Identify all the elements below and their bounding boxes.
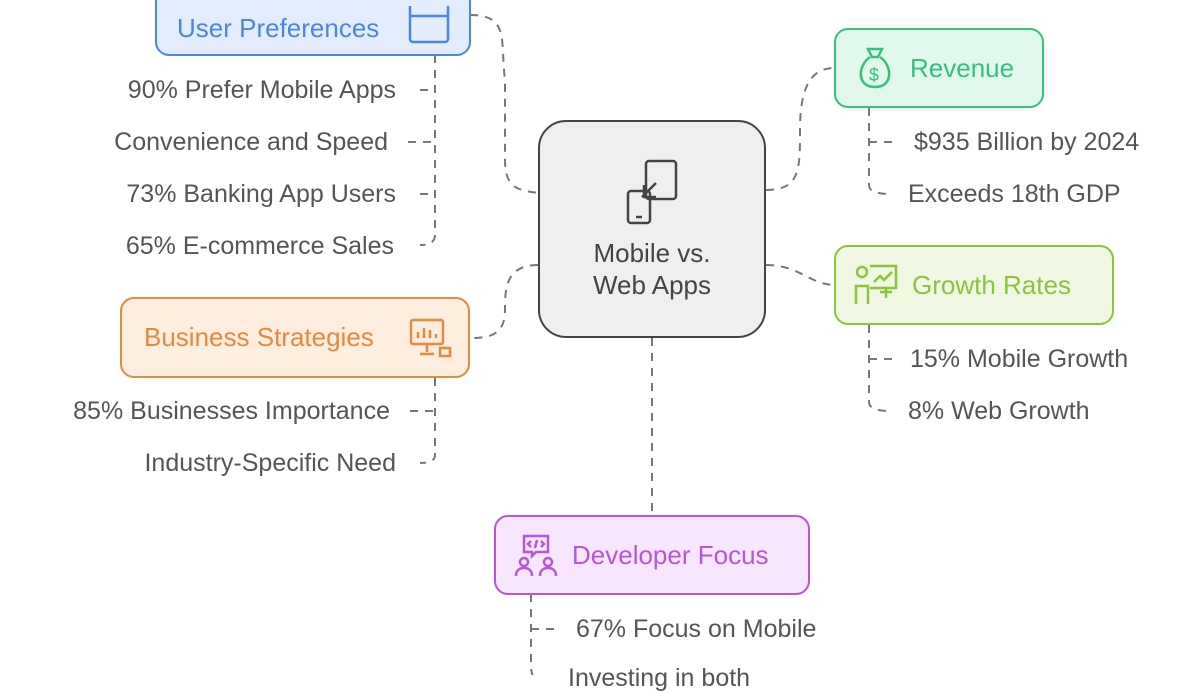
leaf-item: Investing in both bbox=[568, 664, 751, 692]
node-developer-focus[interactable]: Developer Focus bbox=[494, 515, 810, 595]
node-label: Developer Focus bbox=[572, 539, 769, 570]
leaf-item: 8% Web Growth bbox=[908, 397, 1090, 425]
leaf-item: Industry-Specific Need bbox=[144, 449, 396, 477]
node-label: Business Strategies bbox=[144, 322, 374, 352]
node-user-preferences[interactable]: User Preferences bbox=[155, 0, 471, 56]
leaf-item: 15% Mobile Growth bbox=[910, 345, 1129, 373]
node-growth-rates[interactable]: Growth Rates bbox=[834, 245, 1114, 325]
node-business-strategies[interactable]: Business Strategies bbox=[120, 297, 470, 378]
leaf-item: $935 Billion by 2024 bbox=[914, 128, 1140, 156]
leaf-item: 85% Businesses Importance bbox=[73, 397, 390, 425]
developers-code-icon bbox=[514, 534, 558, 577]
growth-presenter-icon bbox=[854, 264, 898, 304]
node-label: Revenue bbox=[910, 52, 1015, 83]
leaf-item: 67% Focus on Mobile bbox=[576, 615, 817, 643]
layout-icon bbox=[408, 6, 450, 44]
svg-text:$: $ bbox=[869, 65, 879, 85]
leaf-item: 90% Prefer Mobile Apps bbox=[127, 76, 396, 104]
node-revenue[interactable]: $ Revenue bbox=[834, 28, 1044, 108]
money-bag-icon: $ bbox=[859, 47, 891, 89]
leaf-item: Convenience and Speed bbox=[114, 128, 388, 156]
leaf-item: 65% E-commerce Sales bbox=[125, 232, 394, 260]
connectors bbox=[408, 14, 895, 675]
node-label: Growth Rates bbox=[912, 269, 1071, 300]
central-title-line2: Web Apps bbox=[592, 270, 712, 300]
presentation-chart-icon bbox=[409, 318, 452, 357]
device-switch-icon bbox=[626, 159, 678, 225]
leaf-item: 73% Banking App Users bbox=[126, 180, 396, 208]
node-label: User Preferences bbox=[177, 12, 380, 43]
central-title-line1: Mobile vs. bbox=[593, 238, 711, 268]
leaf-item: Exceeds 18th GDP bbox=[908, 180, 1121, 208]
central-topic[interactable]: Mobile vs. Web Apps bbox=[538, 120, 766, 338]
